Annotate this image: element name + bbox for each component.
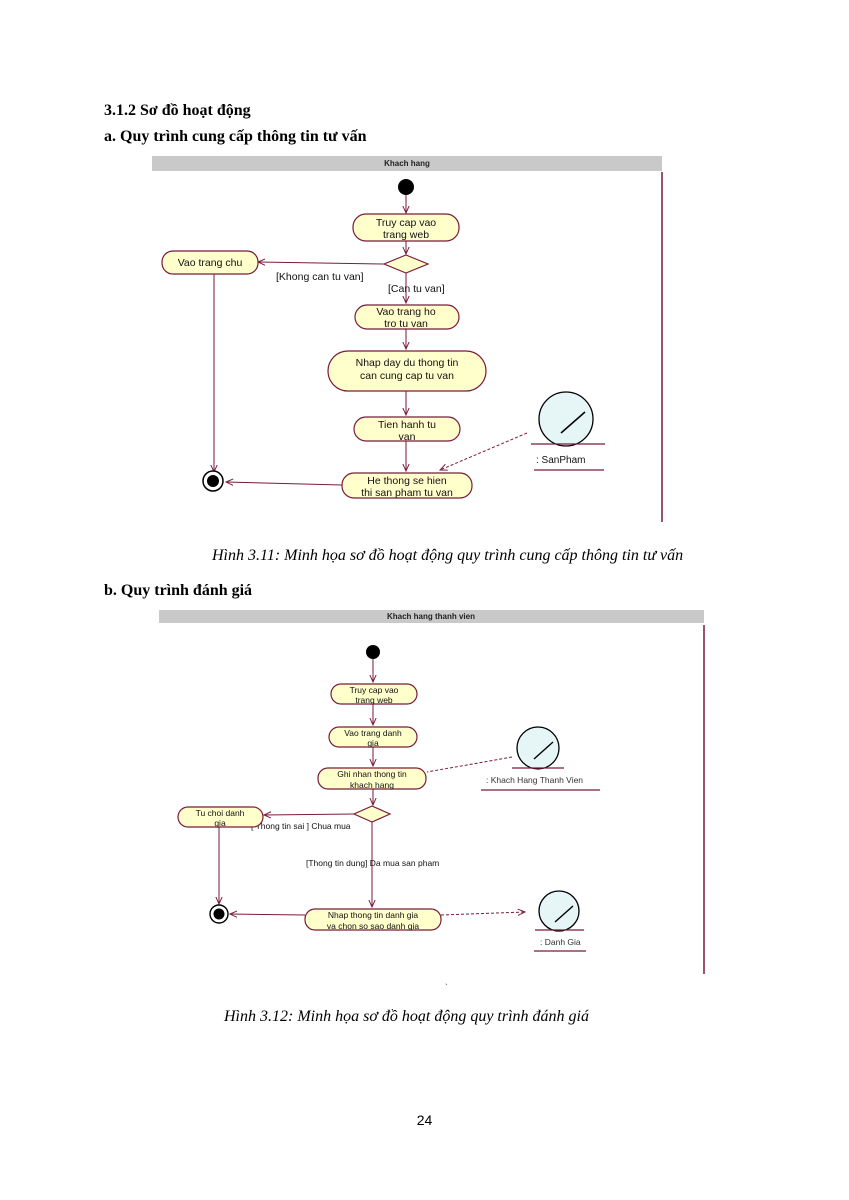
activity-home-page [161,250,259,275]
figure-caption-b: Hình 3.12: Minh họa sơ đồ hoạt động quy … [224,1008,589,1025]
activity-record-info [317,767,427,790]
swimlane-header-a [152,156,662,171]
subsection-a-title: a. Quy trình cung cấp thông tin tư vấn [104,128,367,145]
svg-text:: SanPham: : SanPham [536,455,585,466]
diagram-a: Khach hang Truy cap vao trang web [Khong… [152,156,663,522]
page-number: 24 [416,1112,433,1128]
figure-caption-a: Hình 3.11: Minh họa sơ đồ hoạt động quy … [212,547,684,564]
entity-rating: : Danh Gia [534,890,586,952]
svg-text:: Khach Hang Thanh Vien: : Khach Hang Thanh Vien [486,775,583,785]
activity-input-info [327,350,487,392]
decision-node-b [352,805,392,823]
activity-enter-rating [304,908,442,931]
svg-text:trang web: trang web [355,695,393,705]
guard-wrong-info: [ Thong tin sai ] Chua mua [251,821,351,831]
svg-text:Vao trang ho: Vao trang ho [376,306,436,318]
svg-text:thi san pham tu van: thi san pham tu van [361,487,453,499]
activity-consult [353,416,461,442]
svg-text:trang web: trang web [383,229,429,241]
activity-support-page [354,304,460,330]
entity-member: : Khach Hang Thanh Vien [481,726,600,791]
entity-sanpham: : SanPham [531,391,605,471]
svg-text:Nhap thong tin danh gia: Nhap thong tin danh gia [328,910,419,920]
svg-text:Tu choi danh: Tu choi danh [196,808,245,818]
svg-text:van: van [399,431,416,443]
activity-access-web-b [330,683,418,705]
svg-text:gia: gia [367,738,379,748]
svg-text:Truy cap vao: Truy cap vao [350,685,399,695]
svg-text:Ghi nhan thong tin: Ghi nhan thong tin [337,769,407,779]
svg-text:Truy cap vao: Truy cap vao [376,217,436,229]
svg-text:Nhap day du thong tin: Nhap day du thong tin [356,357,459,369]
decision-node-a [382,254,430,274]
svg-text:can cung cap tu van: can cung cap tu van [360,370,454,382]
svg-text:va chon so sao danh gia: va chon so sao danh gia [327,921,419,931]
svg-text:gia: gia [214,818,226,828]
guard-no-consult: [Khong can tu van] [276,271,364,283]
guard-need-consult: [Can tu van] [388,283,445,295]
swimlane-label-b: Khach hang thanh vien [387,612,475,621]
svg-text:khach hang: khach hang [350,780,394,790]
section-title: 3.1.2 Sơ đồ hoạt động [104,102,251,119]
svg-text:tro tu van: tro tu van [384,318,428,330]
svg-text:Vao trang danh: Vao trang danh [344,728,402,738]
guard-right-info: [Thong tin dung] Da mua san pham [306,858,439,868]
svg-text:Vao trang chu: Vao trang chu [178,257,243,269]
svg-text:He thong se hien: He thong se hien [367,475,447,487]
activity-reject-review [177,806,264,828]
swimlane-label-a: Khach hang [384,159,430,168]
svg-text:: Danh Gia: : Danh Gia [540,937,581,947]
subsection-b-title: b. Quy trình đánh giá [104,582,253,599]
svg-text:Tien hanh tu: Tien hanh tu [378,419,436,431]
diagram-b: Khach hang thanh vien Truy cap vao trang… [159,610,705,992]
swimlane-header-b [159,610,704,623]
activity-show-products [341,472,473,499]
start-node-a [398,179,414,195]
start-node-b [366,645,380,659]
stray-mark: ` [445,982,448,992]
